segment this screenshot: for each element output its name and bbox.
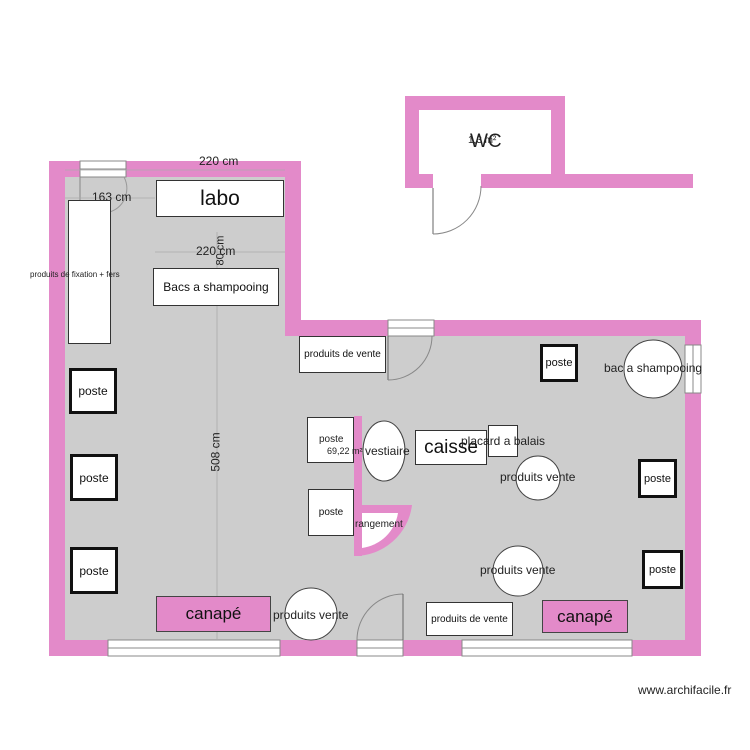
vestiaire-label: vestiaire — [365, 444, 410, 458]
produits-vente-bottom: produits vente — [273, 608, 349, 622]
dimension-lines — [65, 169, 285, 640]
canape-left: canapé — [156, 596, 271, 632]
caisse-counter: caisse — [415, 430, 487, 465]
produits-vente-low: produits vente — [480, 563, 556, 577]
produits-de-vente-bottom: produits de vente — [426, 602, 513, 636]
produits-vente-top: produits de vente — [299, 336, 386, 373]
round-tables — [284, 339, 683, 641]
canape-right: canapé — [542, 600, 628, 633]
bac-shampooing-label: bac a shampooing — [604, 361, 703, 375]
dim-top-width: 220 cm — [199, 154, 239, 168]
poste-right-top: poste — [540, 344, 578, 382]
dim-main-height: 508 cm — [208, 432, 223, 472]
poste-left-2: poste — [70, 454, 118, 501]
produits-vente-mid: produits vente — [500, 470, 576, 484]
wc-area-label: 1,3 m² — [468, 135, 497, 146]
dim-inner-width: 220 cm — [196, 244, 236, 258]
poste-right-2: poste — [642, 550, 683, 589]
poste-center-2: poste — [308, 489, 354, 536]
windows — [79, 160, 702, 657]
fixation-shelf — [68, 200, 111, 344]
credit-link[interactable]: www.archifacile.fr — [638, 683, 732, 697]
dim-inner-height: 80 cm — [214, 235, 227, 266]
fixation-label: produits de fixation + fers — [30, 270, 120, 279]
rangement-label: rangement — [355, 519, 403, 530]
wc-label: WC — [470, 131, 502, 152]
poste-left-1: poste — [69, 368, 117, 414]
main-area-label: 69,22 m² — [327, 446, 363, 456]
labo-counter: labo — [156, 180, 284, 217]
doors — [79, 176, 433, 657]
poste-right-1: poste — [638, 459, 677, 498]
placard-label: placard a balais — [461, 434, 546, 448]
rangement-cupboard — [354, 505, 412, 557]
poste-center-1-label: poste — [319, 434, 344, 445]
poste-left-3: poste — [70, 547, 118, 594]
wc-door — [432, 185, 482, 235]
bacs-shampooing: Bacs a shampooing — [153, 268, 279, 306]
wc-walls — [405, 96, 693, 188]
placard-balais — [488, 425, 518, 457]
poste-center-1 — [307, 417, 354, 463]
floor — [65, 177, 685, 647]
